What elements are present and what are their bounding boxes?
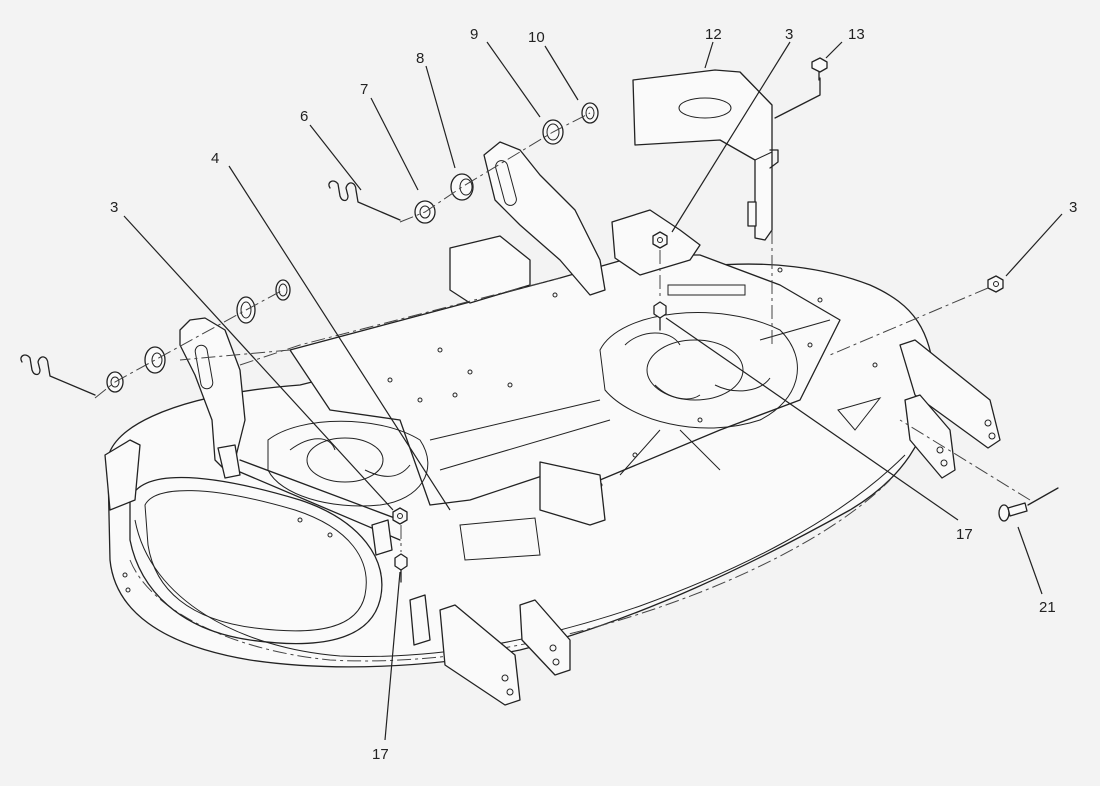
callout-4: 4	[211, 150, 219, 167]
deck-top-plate	[122, 254, 882, 593]
callout-10: 10	[528, 29, 545, 46]
deck-mounting-holes	[122, 267, 878, 593]
bolt-left	[394, 553, 408, 583]
belt-cover-bracket	[632, 69, 779, 241]
callout-8: 8	[416, 50, 424, 67]
callout-3-upper: 3	[785, 26, 793, 43]
callout-7: 7	[360, 81, 368, 98]
right-side-brackets	[899, 339, 1001, 479]
screw-13	[811, 57, 828, 81]
leader-lines	[123, 41, 1063, 741]
callout-17-bottom: 17	[372, 746, 389, 763]
carriage-bolt	[998, 502, 1028, 522]
callout-9: 9	[470, 26, 478, 43]
callout-17-right: 17	[956, 526, 973, 543]
left-washer-stack	[106, 279, 291, 393]
callout-12: 12	[705, 26, 722, 43]
callout-21: 21	[1039, 599, 1056, 616]
bolt-upper	[653, 301, 667, 331]
callout-6: 6	[300, 108, 308, 125]
nut-right	[987, 275, 1004, 293]
nut-upper	[652, 231, 668, 249]
left-hairpin-clip	[20, 354, 96, 396]
callout-labels: 3 3 3 4 6 7 8 9 10 12 13 17 17 21	[110, 26, 1077, 763]
upper-lift-arm	[483, 141, 606, 296]
assembly-centerlines	[94, 77, 1059, 552]
nut-left	[392, 507, 408, 525]
front-brackets	[104, 439, 606, 706]
callout-3-left: 3	[110, 199, 118, 216]
callout-13: 13	[848, 26, 865, 43]
callout-3-right: 3	[1069, 199, 1077, 216]
upper-hairpin-clip	[328, 180, 401, 221]
